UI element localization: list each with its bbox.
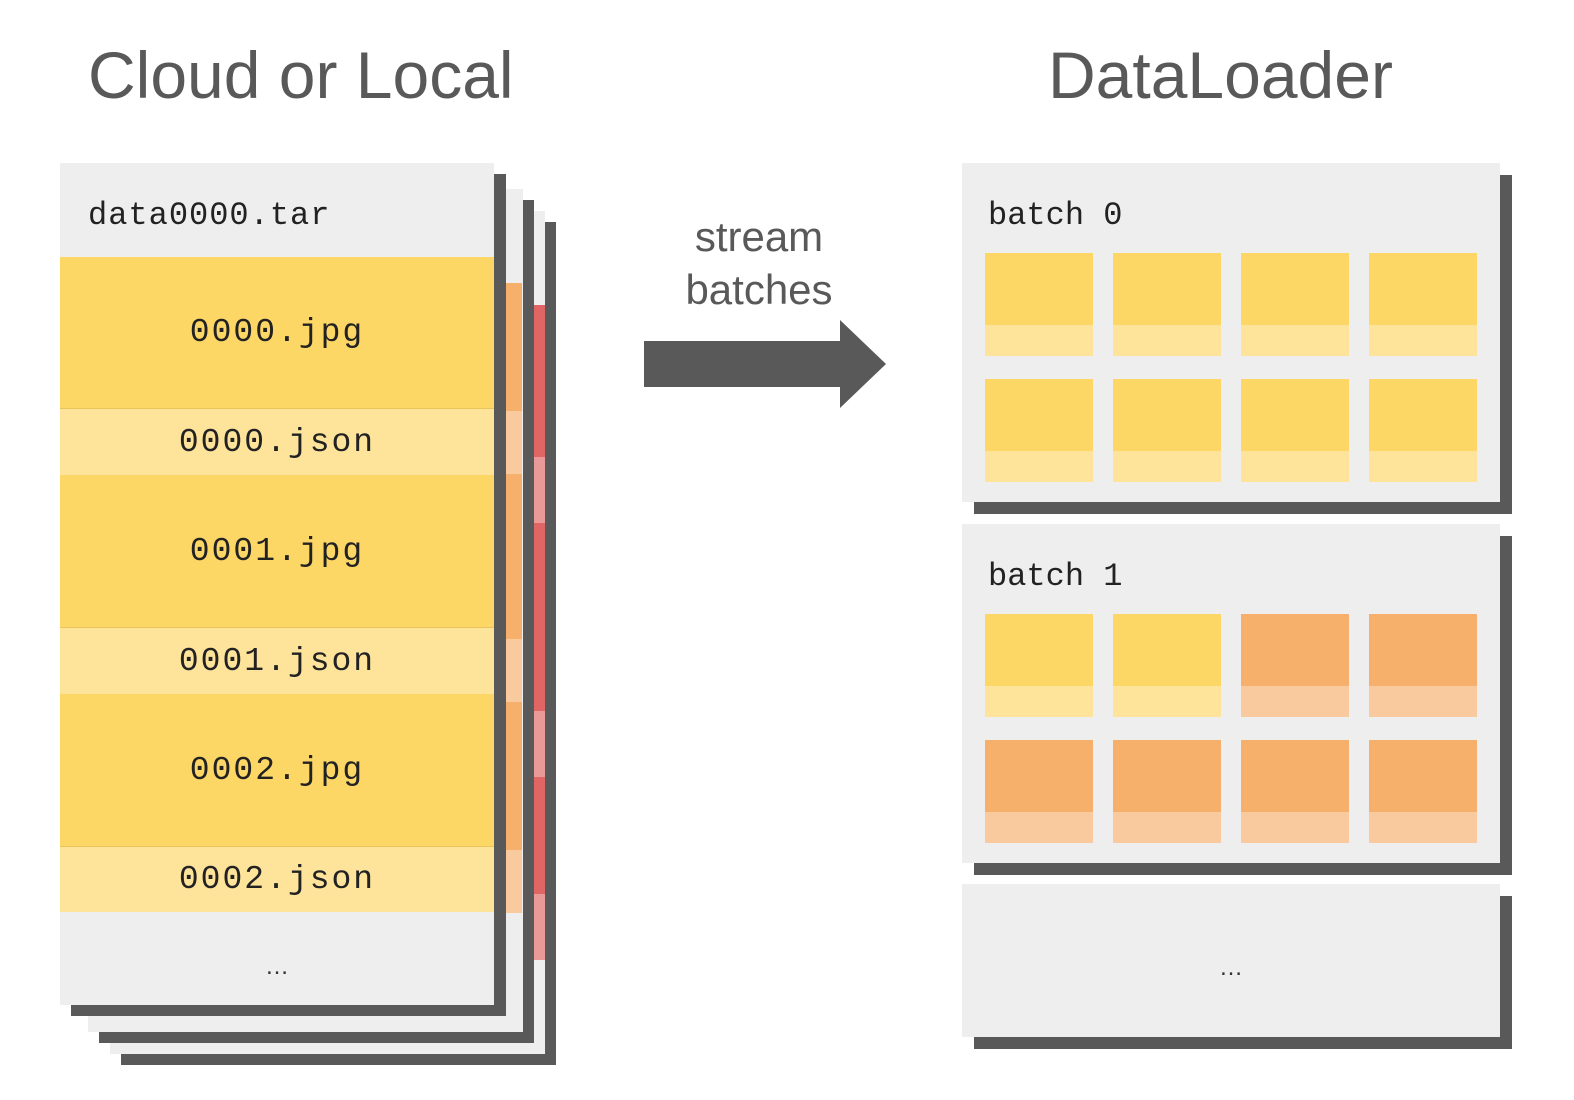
shard-card-front: data0000.tar 0000.jpg 0000.json 0001.jpg… <box>60 163 494 1005</box>
sample-tile <box>985 379 1093 482</box>
red-json-strip <box>534 711 545 777</box>
sample-tile <box>1113 253 1221 356</box>
sample-tile <box>1113 379 1221 482</box>
shard-filename: data0000.tar <box>88 197 331 234</box>
red-json-strip <box>534 894 545 960</box>
sample-tile <box>1241 253 1349 356</box>
sample-tile <box>1369 614 1477 717</box>
stream-label-line1: stream <box>694 213 824 260</box>
orange-jpg-strip <box>506 283 522 411</box>
file-row-jpg: 0000.jpg <box>60 257 494 409</box>
sample-tile <box>1241 740 1349 843</box>
sample-tile <box>1369 740 1477 843</box>
red-json-strip <box>534 457 545 523</box>
sample-tile <box>985 253 1093 356</box>
batch-more-card: … <box>962 884 1500 1037</box>
stream-label-line2: batches <box>685 266 833 313</box>
shard-ellipsis: … <box>265 953 289 980</box>
batch-1-label: batch 1 <box>988 558 1123 595</box>
batch-0-card: batch 0 <box>962 163 1500 502</box>
batch-1-card: batch 1 <box>962 524 1500 863</box>
orange-json-strip <box>506 850 522 913</box>
file-row-jpg: 0002.jpg <box>60 694 494 847</box>
batch-ellipsis: … <box>1219 954 1243 981</box>
file-row-json: 0001.json <box>60 628 494 694</box>
sample-tile <box>1113 740 1221 843</box>
sample-tile <box>1241 614 1349 717</box>
orange-jpg-strip <box>506 474 522 639</box>
red-jpg-strip <box>534 777 545 894</box>
sample-tile <box>1241 379 1349 482</box>
dataloader-heading: DataLoader <box>1048 38 1393 112</box>
stream-batches-label: stream batches <box>639 210 879 316</box>
red-jpg-strip <box>534 305 545 457</box>
local-heading: Cloud or Local <box>88 38 514 112</box>
sample-tile <box>1369 253 1477 356</box>
orange-json-strip <box>506 639 522 702</box>
sample-tile <box>1113 614 1221 717</box>
orange-json-strip <box>506 411 522 474</box>
file-row-jpg: 0001.jpg <box>60 475 494 628</box>
file-row-json: 0002.json <box>60 847 494 912</box>
sample-tile <box>1369 379 1477 482</box>
stream-arrow-icon <box>644 320 886 408</box>
batch-0-label: batch 0 <box>988 197 1123 234</box>
red-jpg-strip <box>534 523 545 711</box>
sample-tile <box>985 740 1093 843</box>
orange-jpg-strip <box>506 702 522 850</box>
file-row-json: 0000.json <box>60 409 494 475</box>
sample-tile <box>985 614 1093 717</box>
